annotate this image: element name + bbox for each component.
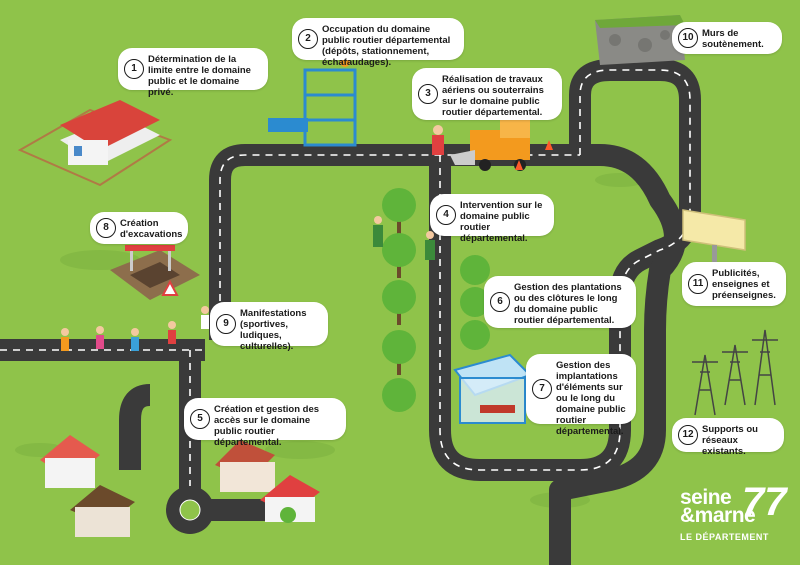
- callout-text: Réalisation de travaux aériens ou souter…: [442, 74, 544, 118]
- seine-et-marne-logo: seine &marne 77 LE DÉPARTEMENT: [680, 480, 790, 556]
- house-with-fence: [17, 100, 173, 187]
- callout-text: Gestion des implantations d'éléments sur…: [556, 360, 626, 437]
- billboard: [682, 209, 746, 270]
- roundabout-island: [179, 499, 201, 521]
- bus-shelter: [453, 353, 532, 424]
- callout-number: 11: [688, 274, 708, 294]
- callout-number: 4: [436, 205, 456, 225]
- callout-text: Supports ou réseaux existants.: [702, 424, 758, 457]
- callout-text: Manifestations (sportives, ludiques, cul…: [240, 308, 307, 352]
- callout-number: 6: [490, 292, 510, 312]
- callout-4: 4 Intervention sur le domaine public rou…: [430, 194, 554, 244]
- callout-number: 7: [532, 379, 552, 399]
- callout-text: Occupation du domaine public routier dép…: [322, 24, 451, 68]
- stone-wall: [595, 15, 685, 65]
- callout-12: 12 Supports ou réseaux existants.: [672, 418, 784, 457]
- runners: [61, 306, 209, 351]
- houses-bottom: [40, 435, 320, 537]
- callout-1: 1 Détermination de la limite entre le do…: [118, 48, 268, 98]
- callout-number: 10: [678, 28, 698, 48]
- road-right-inner: [549, 144, 686, 565]
- callout-text: Gestion des plantations ou des clôtures …: [514, 282, 622, 326]
- callout-8: 8 Création d'excavations: [90, 212, 188, 244]
- callout-9: 9 Manifestations (sportives, ludiques, c…: [210, 302, 328, 352]
- grass-patches: [15, 173, 645, 508]
- callout-3: 3 Réalisation de travaux aériens ou sout…: [412, 68, 562, 120]
- excavation: [110, 245, 200, 300]
- callout-text: Création et gestion des accès sur le dom…: [214, 404, 320, 448]
- workers: [373, 216, 435, 260]
- callout-text: Création d'excavations: [120, 218, 183, 240]
- callout-11: 11 Publicités, enseignes et préenseignes…: [682, 262, 786, 306]
- callout-5: 5 Création et gestion des accès sur le d…: [184, 398, 346, 448]
- callout-6: 6 Gestion des plantations ou des clôture…: [484, 276, 636, 328]
- callout-10: 10 Murs de soutènement.: [672, 22, 782, 54]
- logo-line-1: seine: [680, 486, 732, 509]
- logo-mark-77: 77: [742, 480, 787, 524]
- pylons: [692, 329, 778, 416]
- road-lower-left: [119, 350, 201, 500]
- callout-number: 8: [96, 218, 116, 238]
- callout-number: 12: [678, 425, 698, 445]
- callout-number: 2: [298, 29, 318, 49]
- callout-number: 3: [418, 84, 438, 104]
- callout-2: 2 Occupation du domaine public routier d…: [292, 18, 464, 68]
- callout-text: Murs de soutènement.: [702, 28, 764, 50]
- callout-number: 1: [124, 59, 144, 79]
- callout-text: Intervention sur le domaine public routi…: [460, 200, 543, 244]
- callout-text: Publicités, enseignes et préenseignes.: [712, 268, 776, 301]
- truck: [432, 118, 553, 171]
- trees: [382, 188, 490, 412]
- callout-text: Détermination de la limite entre le doma…: [148, 54, 251, 98]
- callout-number: 9: [216, 314, 236, 334]
- logo-line-2: &marne: [680, 504, 756, 527]
- callout-7: 7 Gestion des implantations d'éléments s…: [526, 354, 636, 437]
- callout-number: 5: [190, 409, 210, 429]
- scaffolding: [268, 57, 357, 147]
- logo-line-3: LE DÉPARTEMENT: [680, 532, 769, 542]
